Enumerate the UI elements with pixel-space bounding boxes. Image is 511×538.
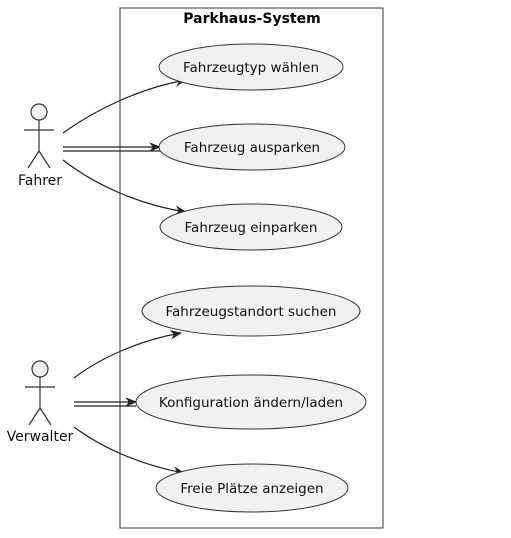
association-verwalter-freie-plaetze-anzeigen: [73, 426, 186, 476]
associations: [62, 77, 188, 476]
use-case-label: Fahrzeug einparken: [185, 220, 318, 236]
use-case-label: Konfiguration ändern/laden: [159, 395, 343, 411]
use-case-fahrzeug-ausparken: Fahrzeug ausparken: [158, 123, 346, 171]
association-fahrer-fahrzeug-einparken: [62, 159, 188, 216]
use-case-ellipse: [158, 123, 346, 171]
system-title: Parkhaus-System: [183, 11, 320, 27]
use-case-konfiguration-aendern-laden: Konfiguration ändern/laden: [135, 374, 367, 430]
use-case-ellipse: [158, 43, 344, 91]
use-case-fahrzeugstandort-suchen: Fahrzeugstandort suchen: [141, 285, 361, 337]
association-fahrer-fahrzeugtyp-waehlen: [62, 77, 188, 134]
use-case-label: Freie Plätze anzeigen: [180, 481, 323, 497]
actor-label: Verwalter: [7, 429, 74, 445]
use-cases: Fahrzeugtyp wählen Fahrzeug ausparken Fa…: [135, 43, 367, 513]
system-boundary: Parkhaus-System: [119, 7, 384, 529]
use-case-fahrzeug-einparken: Fahrzeug einparken: [159, 203, 343, 251]
use-case-ellipse: [141, 285, 361, 337]
use-case-label: Fahrzeugtyp wählen: [183, 60, 319, 76]
actor-icon: [24, 103, 54, 169]
actor-icon: [25, 360, 55, 426]
actor-label: Fahrer: [18, 173, 62, 189]
use-case-ellipse: [159, 203, 343, 251]
use-case-ellipse: [155, 463, 349, 513]
actor-verwalter: Verwalter: [7, 360, 74, 445]
use-case-ellipse: [135, 374, 367, 430]
actor-fahrer: Fahrer: [18, 103, 62, 189]
association-verwalter-fahrzeugstandort-suchen: [73, 330, 183, 379]
system-box: [119, 7, 384, 529]
use-case-label: Fahrzeug ausparken: [184, 140, 320, 156]
use-case-label: Fahrzeugstandort suchen: [166, 304, 337, 320]
use-case-fahrzeugtyp-waehlen: Fahrzeugtyp wählen: [158, 43, 344, 91]
use-case-freie-plaetze-anzeigen: Freie Plätze anzeigen: [155, 463, 349, 513]
